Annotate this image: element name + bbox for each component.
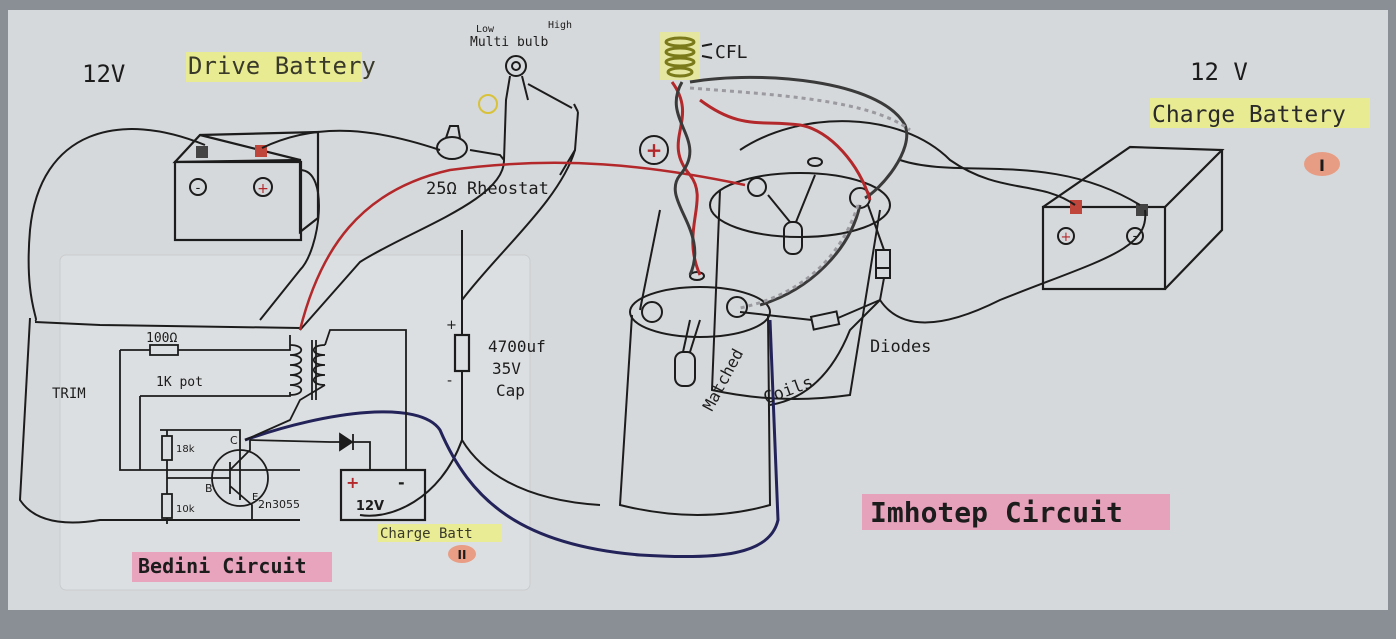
bedini-resistor-100: 100Ω bbox=[146, 331, 177, 346]
bedini-title: Bedini Circuit bbox=[138, 554, 307, 578]
highlight-charge-batt bbox=[378, 524, 502, 542]
lamp-low-label: Low bbox=[476, 24, 495, 35]
drive-battery-label: Drive Battery bbox=[188, 52, 376, 80]
cfl-lamp bbox=[664, 36, 713, 78]
highlight-imhotep bbox=[862, 494, 1170, 530]
capacitor-4700uf bbox=[453, 333, 471, 373]
bedini-battery-minus: - bbox=[398, 473, 405, 492]
capacitor-minus: - bbox=[447, 373, 452, 389]
highlight-number-i bbox=[1304, 152, 1340, 176]
capacitor-type: Cap bbox=[496, 381, 525, 400]
coil-capacitors bbox=[674, 174, 816, 387]
red-wire bbox=[298, 161, 746, 331]
bedini-charge-batt-label: Charge Batt bbox=[380, 526, 473, 542]
drive-battery-pos-sign: + bbox=[257, 181, 269, 197]
black-wires bbox=[18, 111, 1147, 524]
charge-battery-1-pos-circle bbox=[1057, 227, 1075, 245]
bedini-r18k: 18k bbox=[176, 444, 195, 455]
drive-battery-neg-circle bbox=[189, 178, 207, 196]
bedini-collector: C bbox=[230, 434, 238, 447]
drive-battery-terminal-neg bbox=[196, 146, 208, 158]
bedini-base: B bbox=[205, 482, 213, 495]
bedini-battery-plus: + bbox=[346, 473, 359, 492]
charge-battery-1-pos-sign: + bbox=[1061, 230, 1072, 245]
center-plus-sign: + bbox=[646, 138, 663, 162]
twisted-cfl-wires bbox=[670, 75, 911, 310]
highlight-charge-battery bbox=[1150, 98, 1370, 128]
bedini-emitter: E bbox=[252, 492, 258, 503]
highlight-number-ii bbox=[448, 545, 476, 563]
charge-battery-1 bbox=[1041, 145, 1225, 291]
lamp-multi-bulb-label: Multi bulb bbox=[470, 35, 548, 50]
drive-battery-pos-circle bbox=[253, 177, 273, 197]
diodes bbox=[739, 204, 891, 331]
highlight-drive-battery bbox=[186, 52, 362, 82]
blue-wire bbox=[244, 319, 780, 559]
bedini-trim-label: TRIM bbox=[52, 386, 86, 402]
bedini-printout bbox=[59, 254, 531, 591]
charge-battery-number: I bbox=[1319, 156, 1325, 175]
bedini-charge-batt-number: II bbox=[458, 548, 467, 562]
bedini-schematic bbox=[100, 329, 427, 524]
charge-battery-1-neg-circle bbox=[1126, 227, 1144, 245]
lamp-high-label: High bbox=[548, 20, 572, 31]
diodes-label: Diodes bbox=[870, 337, 931, 357]
capacitor-voltage: 35V bbox=[492, 359, 521, 378]
bedini-pot-label: 1K pot bbox=[156, 375, 203, 390]
charge-battery-label: Charge Battery bbox=[1152, 102, 1346, 128]
imhotep-title: Imhotep Circuit bbox=[870, 496, 1123, 529]
bedini-r10k: 10k bbox=[176, 504, 195, 515]
rheostat-label: 25Ω Rheostat bbox=[426, 179, 549, 199]
multi-bulb bbox=[503, 55, 579, 161]
drive-battery-voltage: 12V bbox=[82, 60, 125, 88]
capacitor-plus: + bbox=[446, 318, 457, 333]
cfl-label: CFL bbox=[715, 42, 748, 63]
bedini-battery-voltage: 12V bbox=[356, 499, 384, 514]
charge-battery-voltage: 12 V bbox=[1190, 58, 1248, 86]
matched-coils bbox=[618, 172, 891, 516]
highlight-bedini bbox=[132, 552, 332, 582]
drive-battery-neg-sign: - bbox=[196, 181, 201, 196]
center-plus-circle bbox=[639, 135, 669, 165]
bedini-transistor-label: 2n3055 bbox=[258, 498, 300, 511]
capacitor-value: 4700uf bbox=[488, 337, 546, 356]
charge-battery-1-neg-sign: - bbox=[1133, 229, 1138, 244]
